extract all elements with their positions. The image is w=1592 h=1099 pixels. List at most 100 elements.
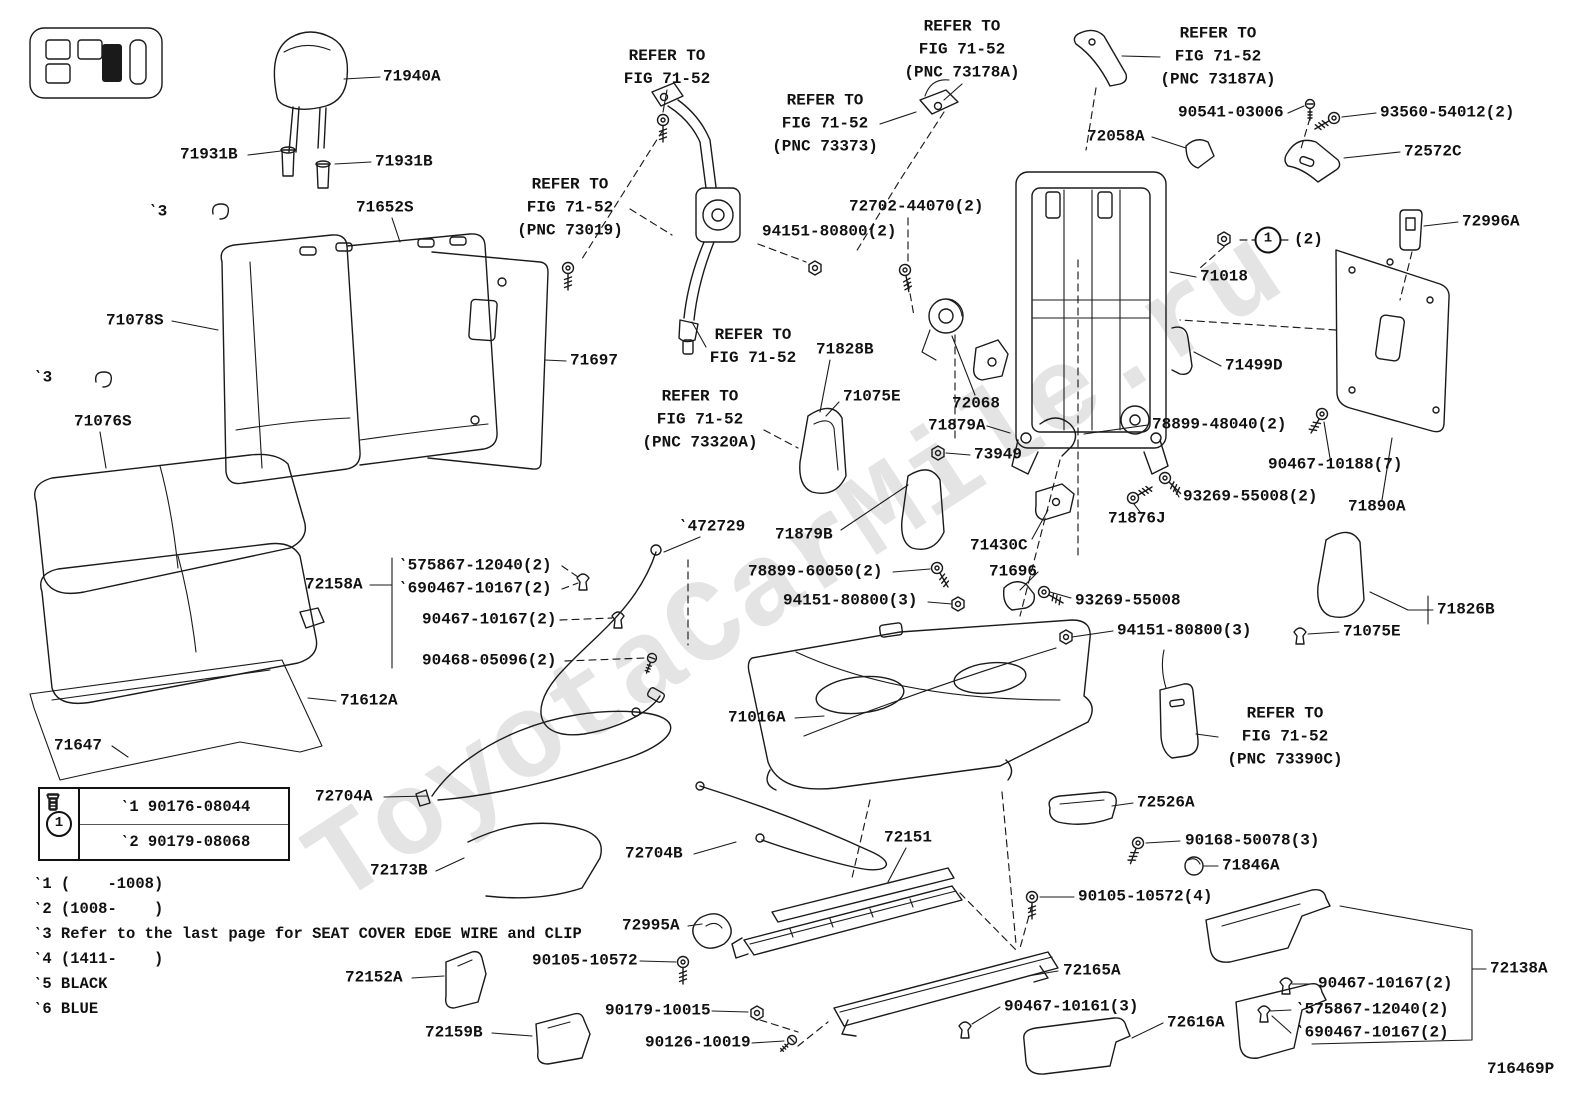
footnote-3: ‵3 Refer to the last page for SEAT COVER… — [33, 925, 582, 943]
seat-belt-drawing — [651, 82, 741, 355]
part-label-575867-12040-right: ‵575867-12040(2) — [1295, 1000, 1449, 1019]
part-label-71940A: 71940A — [383, 67, 441, 86]
part-label-94151-80800-x3-b: 94151-80800(3) — [1117, 621, 1252, 640]
seat-cushion-drawing — [34, 453, 307, 595]
part-label-72165A: 72165A — [1063, 961, 1121, 980]
part-label-71826B: 71826B — [1437, 600, 1495, 619]
side-shield-drawings — [799, 407, 1365, 618]
hinge-parts-drawing — [921, 298, 1077, 611]
seat-config-icon — [29, 27, 163, 99]
refer-note-pnc-73187A: REFER TO FIG 71-52 (PNC 73187A) — [1160, 24, 1276, 89]
part-label-71430C: 71430C — [970, 536, 1028, 555]
part-label-71075E-right: 71075E — [1343, 622, 1401, 641]
belt-anchor-plates-drawing — [919, 29, 1341, 759]
cushion-frame-drawing — [747, 619, 1093, 791]
part-label-90467-10167-blue-left: ‵690467-10167(2) — [398, 579, 552, 598]
part-label-72572C: 72572C — [1404, 142, 1462, 161]
part-label-71499D: 71499D — [1225, 356, 1283, 375]
headrest-supports-drawing — [280, 146, 331, 189]
back-panel-drawing — [1335, 209, 1450, 433]
part-label-72702-44070: 72702-44070(2) — [849, 197, 984, 216]
part-label-73949: 73949 — [974, 445, 1023, 464]
part-label-90105-10572-x4: 90105-10572(4) — [1078, 887, 1213, 906]
part-label-72151: 72151 — [884, 828, 933, 847]
part-label-90468-05096: 90468-05096(2) — [422, 651, 557, 670]
refer-note-top-left: REFER TO FIG 71-52 — [623, 47, 711, 88]
part-label-72995A: 72995A — [622, 916, 680, 935]
part-label-71076S: 71076S — [74, 412, 132, 431]
part-label-90467-10167-blue-right: ‵690467-10167(2) — [1295, 1023, 1449, 1042]
cables-drawing — [415, 544, 887, 899]
seat-back-cover-drawing — [220, 233, 498, 485]
part-label-72173B: 72173B — [370, 861, 428, 880]
part-label-72704B: 72704B — [625, 844, 683, 863]
part-label-72996A: 72996A — [1462, 212, 1520, 231]
cover-edge-sheet-drawing — [29, 659, 323, 781]
part-label-72058A: 72058A — [1087, 127, 1145, 146]
part-label-71846A: 71846A — [1222, 856, 1280, 875]
part-label-71696: 71696 — [989, 562, 1038, 581]
legend-table: 1 ‵1 90176-08044 ‵2 90179-08068 — [38, 787, 290, 861]
leader-lines — [99, 55, 1487, 1044]
footnote-2: ‵2 (1008- ) — [33, 900, 164, 918]
legend-row-2: ‵2 90179-08068 — [47, 793, 288, 860]
refer-note-pnc-73019: REFER TO FIG 71-52 (PNC 73019) — [517, 175, 623, 240]
seat-rails-drawing — [731, 867, 1059, 1037]
marker-3-top: ‵3 — [148, 202, 168, 221]
headrest-drawing — [273, 31, 349, 153]
cover-edge-clip-icons — [94, 203, 230, 388]
part-label-71697: 71697 — [570, 351, 619, 370]
part-label-72138A: 72138A — [1490, 959, 1548, 978]
part-label-93269-55008-x2: 93269-55008(2) — [1183, 487, 1318, 506]
part-label-94151-80800-x3-a: 94151-80800(3) — [783, 591, 918, 610]
part-label-71075E-left: 71075E — [843, 387, 901, 406]
refer-note-pnc-73390C: REFER TO FIG 71-52 (PNC 73390C) — [1227, 704, 1343, 769]
diagram-code: 716469P — [1487, 1060, 1555, 1078]
part-label-72152A: 72152A — [345, 968, 403, 987]
legend-row-1: ‵1 90176-08044 — [46, 789, 288, 824]
part-label-93269-55008: 93269-55008 — [1075, 591, 1181, 610]
seat-back-frame-drawing — [1011, 171, 1193, 475]
marker-3-left: ‵3 — [33, 368, 53, 387]
part-label-71879A: 71879A — [928, 416, 986, 435]
part-label-72158A: 72158A — [305, 575, 363, 594]
footnote-5: ‵5 BLACK — [33, 975, 108, 993]
legend-callout-circle: 1 — [46, 811, 72, 837]
part-label-78899-48040: 78899-48040(2) — [1152, 415, 1287, 434]
seat-cushion-lower-drawing — [40, 542, 325, 705]
assembly-dashed-lines — [559, 87, 1413, 1047]
part-label-71612A: 71612A — [340, 691, 398, 710]
part-label-90541-03006: 90541-03006 — [1178, 103, 1284, 122]
part-label-72616A: 72616A — [1167, 1013, 1225, 1032]
part-label-71016A: 71016A — [728, 708, 786, 727]
back-board-panel-drawing — [427, 251, 549, 470]
part-label-72159B: 72159B — [425, 1023, 483, 1042]
legend-row-text: ‵1 90176-08044 — [120, 797, 251, 816]
bracket-lines — [391, 557, 1473, 1045]
floor-trim-drawings — [444, 791, 1331, 1075]
part-label-72526A: 72526A — [1137, 793, 1195, 812]
part-label-94151-80800-x2: 94151-80800(2) — [762, 222, 897, 241]
footnote-4: ‵4 (1411- ) — [33, 950, 164, 968]
part-label-72704A: 72704A — [315, 787, 373, 806]
callout-qty-2: (2) — [1294, 230, 1323, 249]
part-label-90126-10019: 90126-10019 — [645, 1033, 751, 1052]
part-label-90179-10015: 90179-10015 — [605, 1001, 711, 1020]
part-label-90467-10188: 90467-10188(7) — [1268, 455, 1403, 474]
part-label-71879B: 71879B — [775, 525, 833, 544]
footnote-1: ‵1 ( -1008) — [33, 875, 164, 893]
part-label-72068: 72068 — [952, 394, 1001, 413]
part-label-72729: ‵47​2729 — [678, 517, 746, 536]
part-label-93560-54012: 93560-54012(2) — [1380, 103, 1515, 122]
refer-note-mid: REFER TO FIG 71-52 — [709, 326, 797, 367]
part-label-90467-10167-left: 90467-10167(2) — [422, 610, 557, 629]
part-label-71931B-left: 71931B — [180, 145, 238, 164]
footnotes: ‵1 ( -1008) ‵2 (1008- ) ‵3 Refer to the … — [33, 872, 582, 1022]
part-label-71876J: 71876J — [1108, 509, 1166, 528]
part-label-71828B: 71828B — [816, 340, 874, 359]
part-label-71652S: 71652S — [356, 198, 414, 217]
part-label-90467-10161: 90467-10161(3) — [1004, 997, 1139, 1016]
